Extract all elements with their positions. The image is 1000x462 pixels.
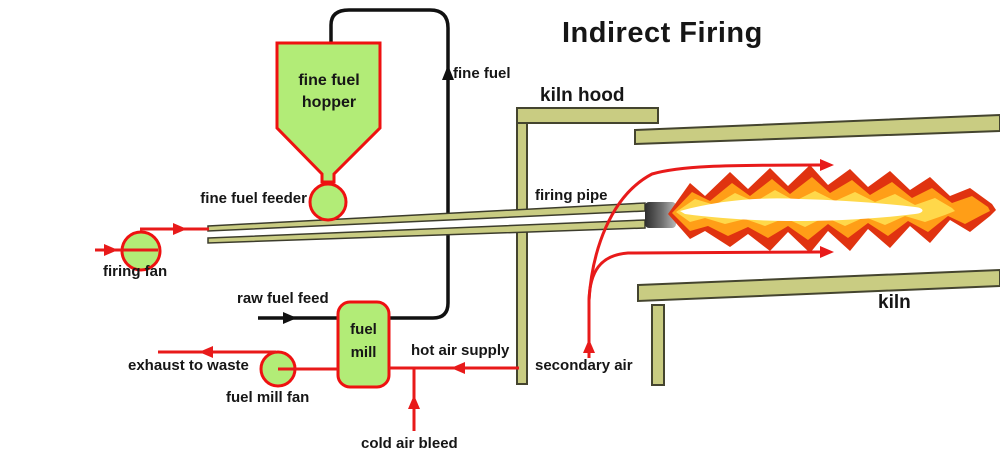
page-title: Indirect Firing <box>562 17 763 49</box>
arrowhead-icon <box>173 223 187 235</box>
fine-fuel-feeder-shape <box>308 182 348 222</box>
label-cold-air-bleed: cold air bleed <box>361 435 458 452</box>
flame <box>668 165 996 253</box>
kiln-hood-left-wall <box>516 107 528 385</box>
arrowhead-icon <box>820 246 834 258</box>
fuel-mill-shape <box>336 300 391 389</box>
kiln-structure <box>516 107 1000 386</box>
label-kiln: kiln <box>878 292 911 313</box>
label-fine-fuel: fine fuel <box>453 65 511 82</box>
raw-fuel-arrowhead-icon <box>283 312 297 324</box>
kiln-hood-lower-post <box>651 304 665 386</box>
label-fine-fuel-feeder: fine fuel feeder <box>200 190 307 207</box>
burner-nozzle <box>645 202 676 228</box>
label-secondary-air: secondary air <box>535 357 633 374</box>
fine-fuel-arrowhead-icon <box>442 65 454 80</box>
fine-fuel-pipe-line <box>329 8 450 320</box>
kiln-shell-upper <box>634 113 1000 146</box>
arrowhead-icon <box>583 339 595 353</box>
label-firing-fan: firing fan <box>103 263 168 280</box>
label-fuel-mill-fan: fuel mill fan <box>226 389 310 406</box>
label-firing-pipe: firing pipe <box>535 187 608 204</box>
arrowhead-icon <box>408 395 420 409</box>
secondary-air-lower-curve <box>587 250 821 301</box>
label-raw-fuel-feed: raw fuel feed <box>237 290 329 307</box>
arrowhead-icon <box>104 244 118 256</box>
label-hot-air-supply: hot air supply <box>411 342 510 359</box>
label-fine-fuel-hopper: fine fuel hopper <box>298 72 360 111</box>
secondary-air-upper-curve <box>587 163 821 301</box>
air-flow-arrowheads <box>104 159 834 409</box>
arrowhead-icon <box>199 346 213 358</box>
arrowhead-icon <box>451 362 465 374</box>
kiln-shell-lower <box>637 268 1000 303</box>
label-exhaust-to-waste: exhaust to waste <box>128 357 249 374</box>
fine-fuel-hopper-shape <box>275 41 382 184</box>
equipment <box>120 41 391 389</box>
firing-pipe-interior <box>208 211 645 238</box>
label-fuel-mill: fuel mill <box>350 321 377 361</box>
arrowhead-icon <box>820 159 834 171</box>
label-kiln-hood: kiln hood <box>540 85 625 106</box>
kiln-hood-top-bar <box>516 107 659 124</box>
